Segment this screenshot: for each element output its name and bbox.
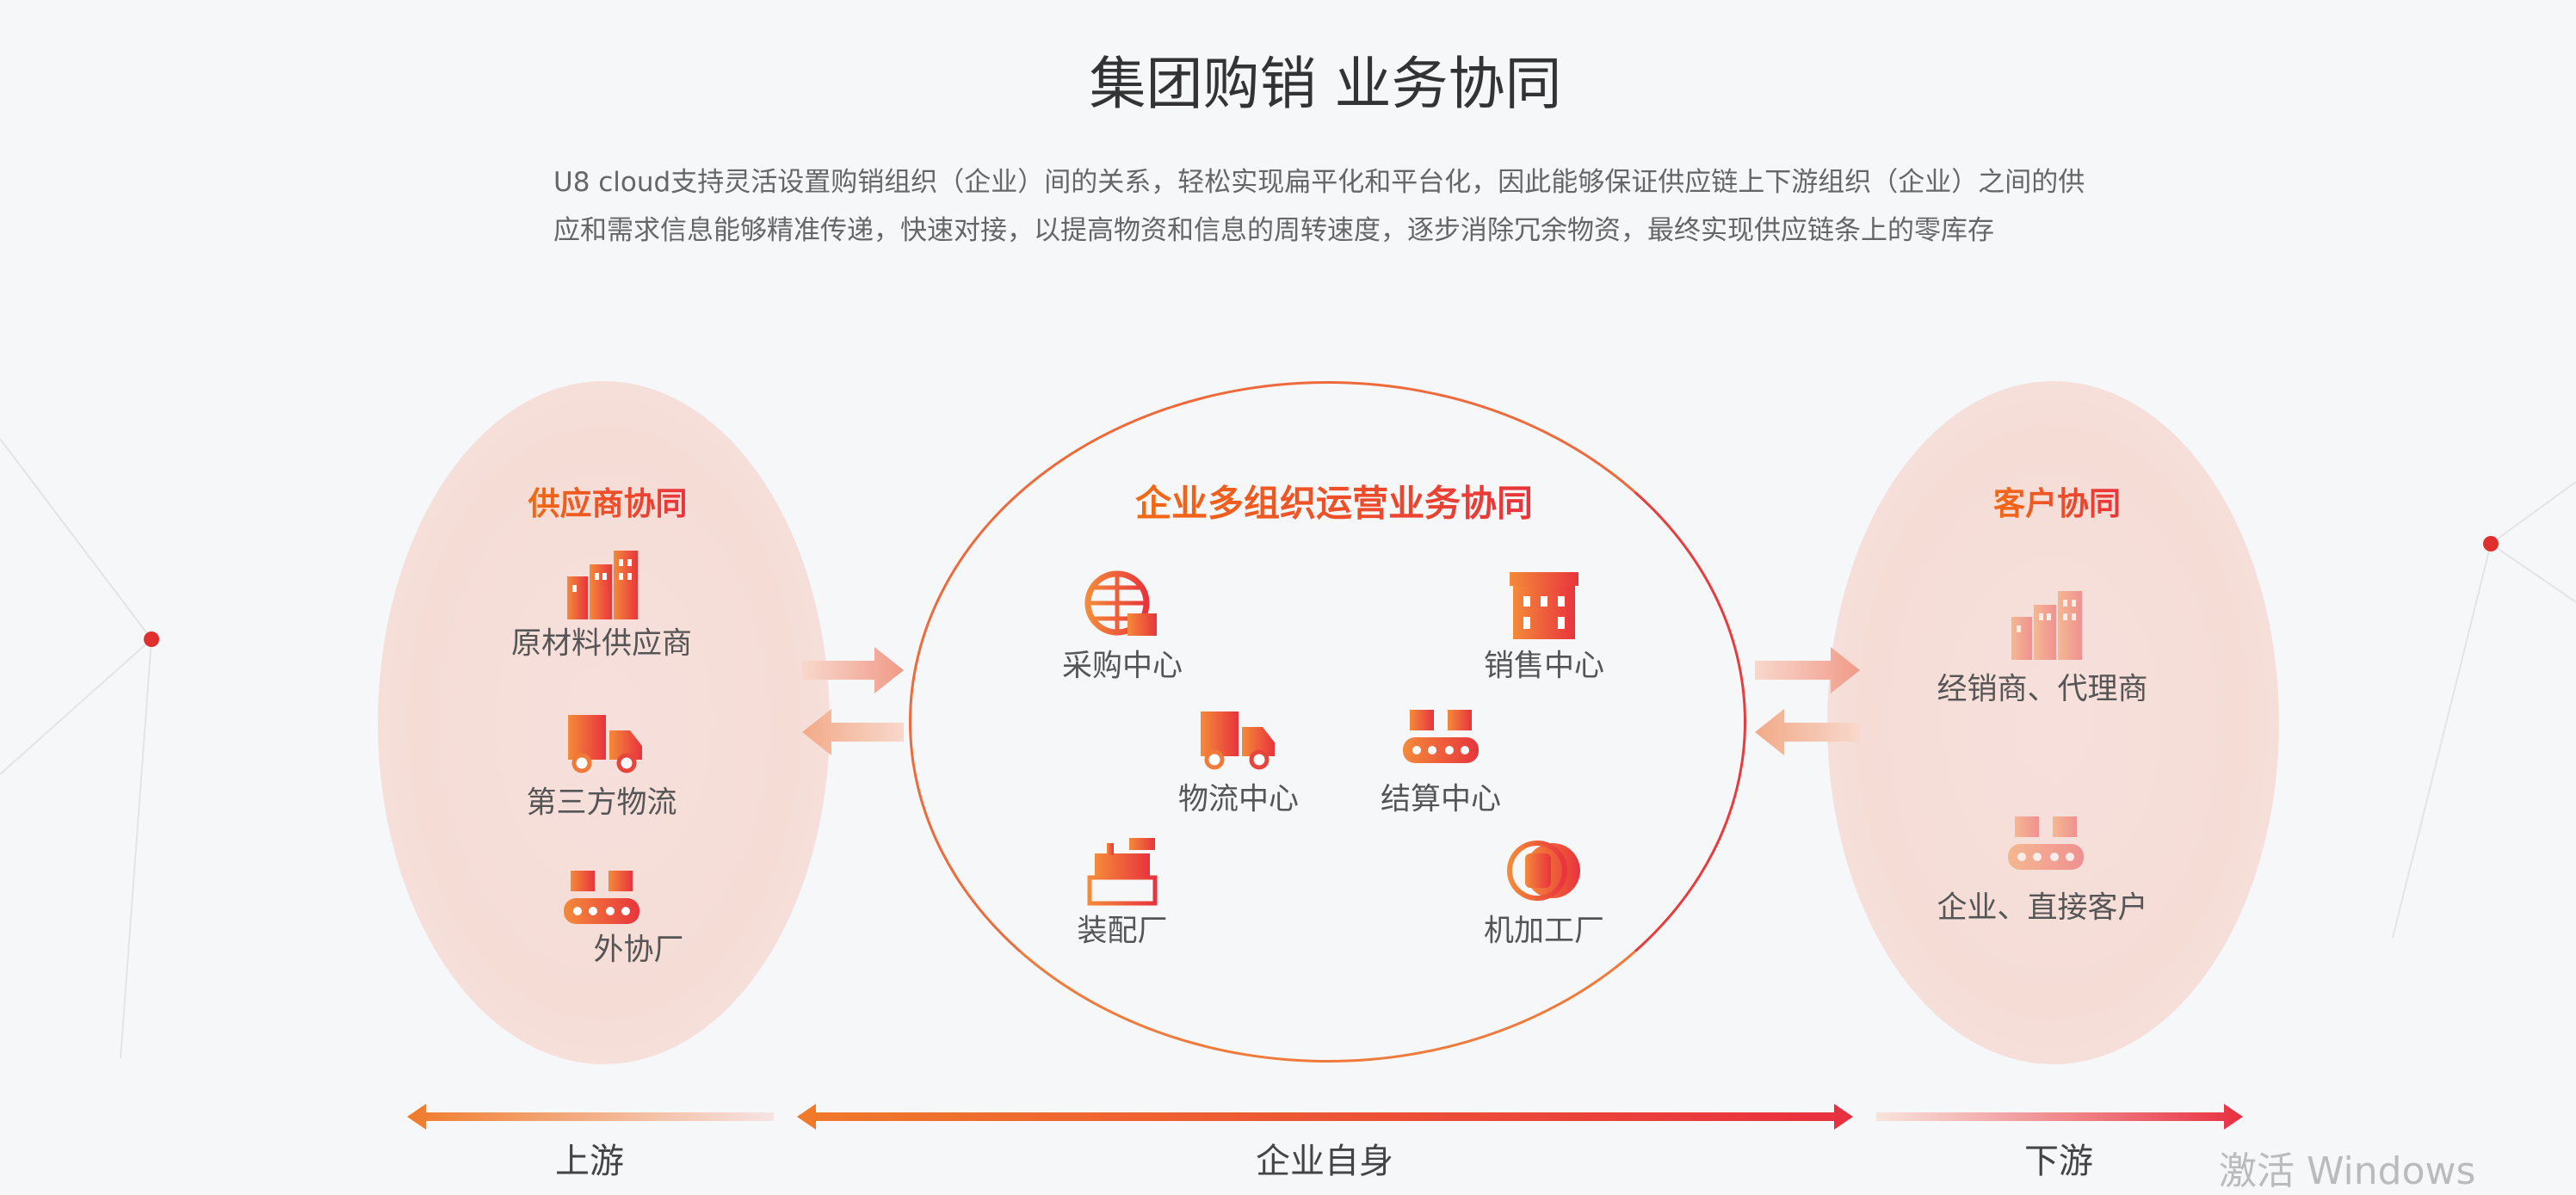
enterprise-title: 企业多组织运营业务协同 xyxy=(1135,475,1533,527)
windows-activation-watermark: 激活 Windows xyxy=(2219,1149,2476,1193)
supplier-item-label: 外协厂 xyxy=(593,933,684,968)
decor-dot xyxy=(2483,536,2499,551)
arrow-left xyxy=(802,709,904,755)
supplier-title: 供应商协同 xyxy=(528,477,688,524)
customer-item-label: 经销商、代理商 xyxy=(1937,672,2148,707)
enterprise-item-label: 机加工厂 xyxy=(1483,914,1605,949)
upstream-label: 上游 xyxy=(555,1142,624,1181)
customer-item-label: 企业、直接客户 xyxy=(1937,890,2148,926)
page-title: 集团购销 业务协同 xyxy=(1089,51,1562,117)
supplier-item-label: 原材料供应商 xyxy=(510,626,693,662)
self-label: 企业自身 xyxy=(1256,1142,1393,1181)
downstream-arrow xyxy=(1876,1104,2243,1130)
self-arrow xyxy=(797,1104,1853,1130)
description-line-2: 应和需求信息能够精准传递，快速对接，以提高物资和信息的周转速度，逐步消除冗余物资… xyxy=(553,215,1994,246)
customer-ellipse xyxy=(1827,381,2279,1064)
decor-dot xyxy=(144,631,159,647)
enterprise-circle xyxy=(909,381,1746,1063)
enterprise-item-label: 采购中心 xyxy=(1061,649,1183,684)
enterprise-item-label: 结算中心 xyxy=(1380,782,1502,817)
arrow-right xyxy=(1755,647,1860,693)
upstream-arrow xyxy=(407,1104,774,1130)
arrow-right xyxy=(802,647,904,693)
customer-title: 客户协同 xyxy=(1993,477,2121,524)
enterprise-item-label: 物流中心 xyxy=(1177,782,1300,817)
enterprise-item-label: 装配厂 xyxy=(1077,914,1168,949)
enterprise-item-label: 销售中心 xyxy=(1483,649,1605,684)
supplier-item-label: 第三方物流 xyxy=(526,785,677,821)
downstream-label: 下游 xyxy=(2024,1142,2093,1181)
arrow-left xyxy=(1755,709,1860,755)
description-line-1: U8 cloud支持灵活设置购销组织（企业）间的关系，轻松实现扁平化和平台化，因… xyxy=(553,167,2085,198)
